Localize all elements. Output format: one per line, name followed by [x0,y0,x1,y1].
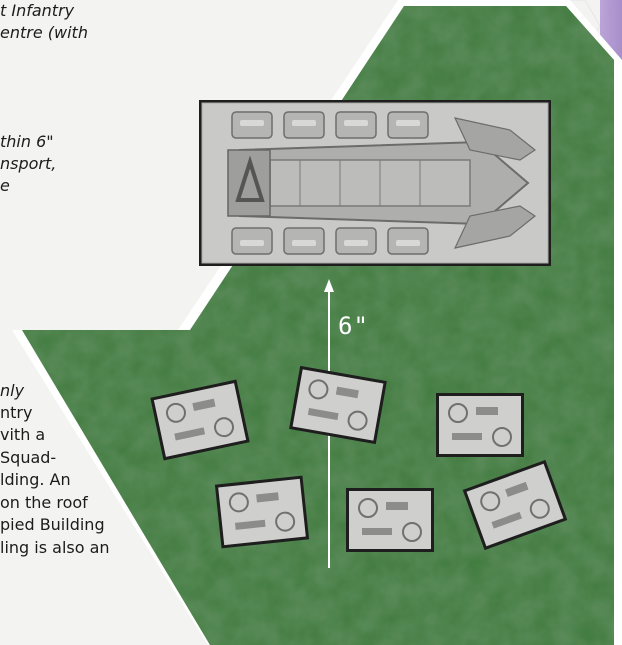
infantry-base-4 [215,476,309,549]
infantry-base-5 [346,488,434,552]
distance-label: 6" [338,312,369,340]
transport-vehicle [199,100,551,266]
infantry-base-3 [436,393,524,457]
